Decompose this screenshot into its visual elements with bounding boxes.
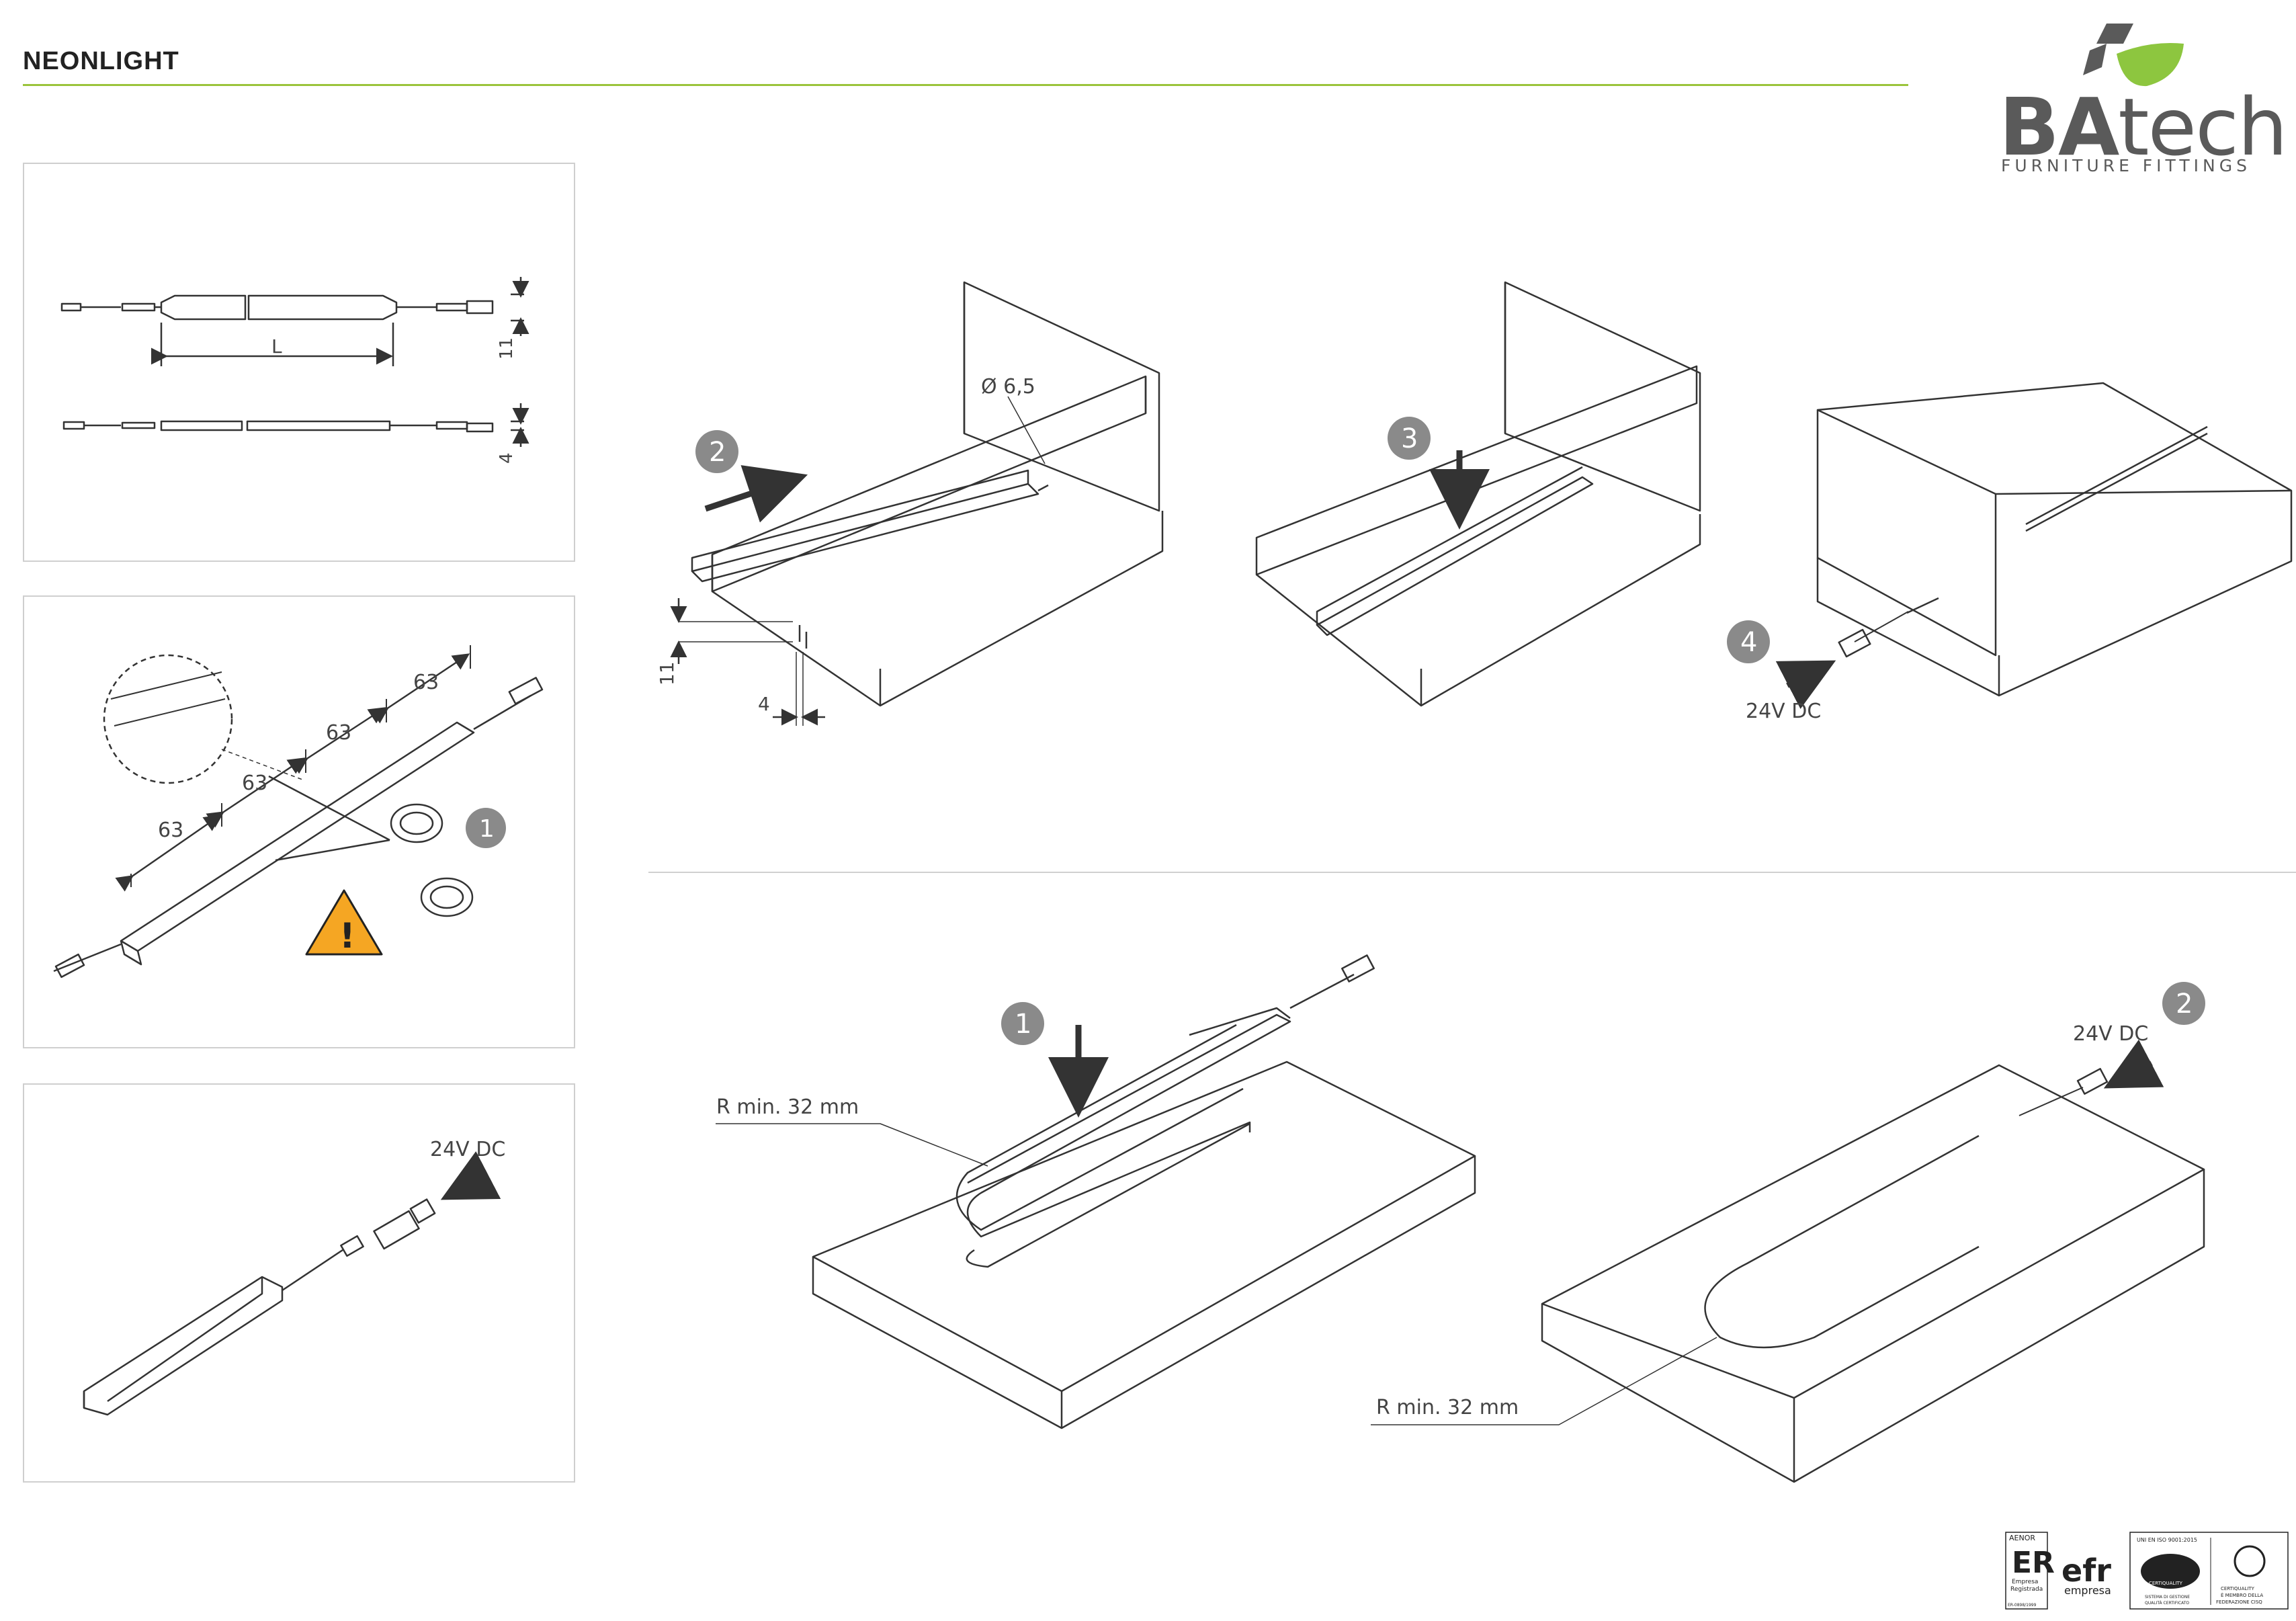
length-label: L xyxy=(271,335,282,358)
certification-logos: AENOR ER Empresa Registrada ER-0898/1999… xyxy=(2005,1532,2289,1610)
step4-number: 4 xyxy=(1740,627,1757,658)
bottom-step2-radius: R min. 32 mm xyxy=(1376,1396,1519,1419)
svg-text:empresa: empresa xyxy=(2064,1584,2111,1597)
svg-text:CERTIQUALITY: CERTIQUALITY xyxy=(2149,1581,2183,1586)
aenor-er-logo: AENOR ER Empresa Registrada ER-0898/1999 xyxy=(2005,1532,2055,1610)
svg-text:efr: efr xyxy=(2061,1552,2111,1589)
efr-logo: efr empresa xyxy=(2061,1552,2111,1597)
page-title: NEONLIGHT xyxy=(23,47,179,75)
connection-panel xyxy=(23,1083,575,1483)
svg-text:UNI EN ISO 9001:2015: UNI EN ISO 9001:2015 xyxy=(2137,1537,2197,1543)
thickness-label: 4 xyxy=(497,452,517,464)
bottom-step1-number: 1 xyxy=(1015,1009,1031,1040)
section-divider xyxy=(648,872,2296,873)
svg-text:Registrada: Registrada xyxy=(2010,1586,2043,1593)
svg-text:ER: ER xyxy=(2012,1546,2055,1580)
strip-top-view xyxy=(60,277,529,366)
connect-strip xyxy=(83,1151,501,1416)
step3-cabinet xyxy=(1255,281,1701,707)
groove-height-label: 11 xyxy=(656,661,678,685)
step-badges xyxy=(466,417,2205,1045)
cut-step-number: 1 xyxy=(479,815,495,843)
strip-side-view xyxy=(62,403,529,447)
svg-text:Empresa: Empresa xyxy=(2012,1579,2038,1585)
bottom-step2-panel xyxy=(1371,1039,2205,1483)
scissors-icon xyxy=(268,775,474,917)
cut-spacing-3: 63 xyxy=(242,772,267,795)
svg-text:FEDERAZIONE CISQ: FEDERAZIONE CISQ xyxy=(2216,1599,2262,1605)
svg-text:QUALITÀ CERTIFICATO: QUALITÀ CERTIFICATO xyxy=(2145,1601,2189,1606)
header-rule xyxy=(23,84,1908,86)
warning-icon xyxy=(305,889,383,956)
bottom-step2-number: 2 xyxy=(2176,989,2193,1020)
batech-leaf-icon xyxy=(2083,24,2184,87)
bottom-step2-power: 24V DC xyxy=(2073,1022,2148,1046)
brand-name: BAtech xyxy=(1999,81,2288,173)
connect-power-label: 24V DC xyxy=(430,1138,505,1161)
brand-tagline: FURNITURE FITTINGS xyxy=(2001,156,2251,175)
bottom-step1-panel xyxy=(716,954,1476,1429)
svg-text:SISTEMA DI GESTIONE: SISTEMA DI GESTIONE xyxy=(2145,1595,2190,1599)
bottom-step1-radius: R min. 32 mm xyxy=(716,1095,859,1119)
cut-spacing-4: 63 xyxy=(158,819,183,842)
step4-power-label: 24V DC xyxy=(1746,700,1821,723)
cut-spacing-2: 63 xyxy=(326,721,351,745)
svg-text:ER-0898/1999: ER-0898/1999 xyxy=(2008,1603,2037,1608)
hole-diameter-label: Ø 6,5 xyxy=(981,375,1035,399)
svg-text:CERTIQUALITY: CERTIQUALITY xyxy=(2221,1586,2255,1591)
cut-spacing-1: 63 xyxy=(413,671,439,694)
svg-text:È MEMBRO DELLA: È MEMBRO DELLA xyxy=(2221,1592,2263,1598)
svg-text:AENOR: AENOR xyxy=(2009,1534,2035,1542)
cut-strip xyxy=(53,645,544,979)
step2-cabinet xyxy=(670,281,1164,726)
step4-cabinet xyxy=(1775,382,2293,709)
step3-number: 3 xyxy=(1401,423,1418,454)
certiquality-logo: UNI EN ISO 9001:2015 CERTIQUALITY SISTEM… xyxy=(2129,1532,2289,1610)
step2-number: 2 xyxy=(709,437,726,468)
groove-width-label: 4 xyxy=(758,693,770,715)
height-label: 11 xyxy=(497,337,517,360)
warning-mark: ! xyxy=(339,916,355,956)
